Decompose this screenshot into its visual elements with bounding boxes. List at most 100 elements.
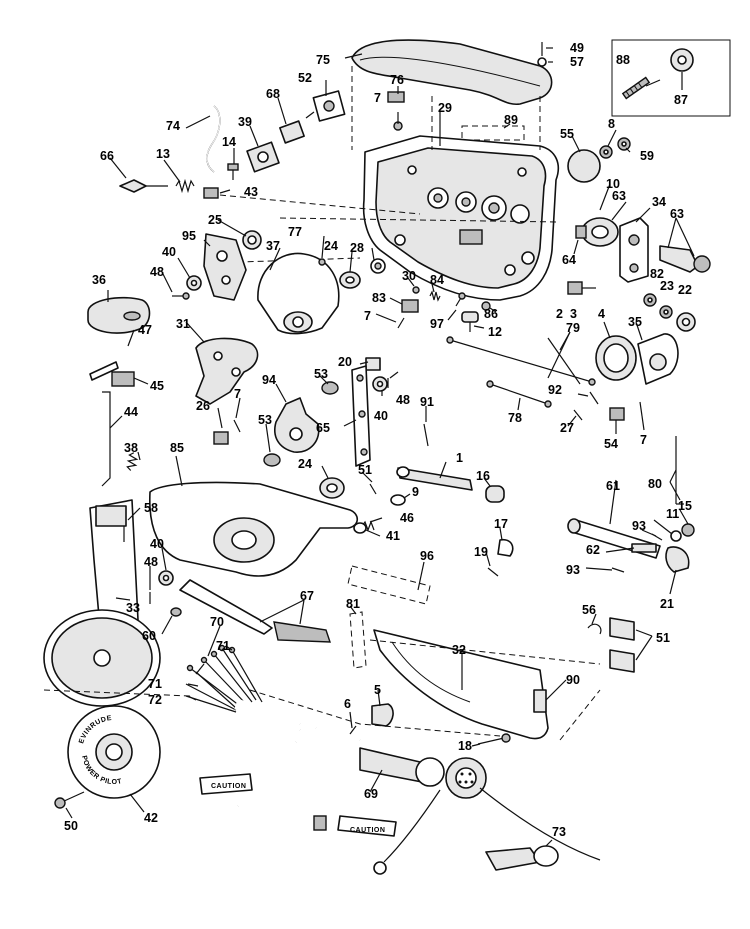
callout-51b: 51 (656, 631, 670, 645)
callout-78: 78 (508, 411, 522, 425)
callout-46: 46 (400, 511, 414, 525)
callout-24b: 24 (298, 457, 312, 471)
callout-7a: 7 (374, 91, 381, 105)
callout-74: 74 (166, 119, 180, 133)
bolt-77 (318, 258, 326, 266)
callout-43: 43 (244, 185, 258, 199)
disc-55 (567, 149, 601, 183)
callout-20: 20 (338, 355, 352, 369)
callout-34: 34 (652, 195, 666, 209)
callout-15: 15 (678, 499, 692, 513)
callout-40a: 40 (162, 245, 176, 259)
bracket-67 (179, 579, 331, 643)
callout-52: 52 (298, 71, 312, 85)
lower-cover-85 (149, 481, 359, 577)
callout-5: 5 (374, 683, 381, 697)
callout-81: 81 (346, 597, 360, 611)
callout-54: 54 (604, 437, 618, 451)
lever-arm (351, 365, 371, 467)
callout-2: 2 (556, 307, 563, 321)
callout-61: 61 (606, 479, 620, 493)
cap-36 (87, 296, 151, 334)
callout-48c: 48 (144, 555, 158, 569)
callout-28: 28 (350, 241, 364, 255)
callout-63b: 63 (670, 207, 684, 221)
callout-80: 80 (648, 477, 662, 491)
gauge-4 (595, 335, 637, 381)
callout-8: 8 (608, 117, 615, 131)
cable-79 (446, 336, 596, 386)
screw-18 (477, 733, 511, 745)
callout-31: 31 (176, 317, 190, 331)
callout-6: 6 (344, 697, 351, 711)
callout-48a: 48 (150, 265, 164, 279)
emblem-wheel-42: EVINRUDE POWER PILOT (67, 705, 161, 799)
callout-97: 97 (430, 317, 444, 331)
callout-49: 49 (570, 41, 584, 55)
switch-assembly (246, 90, 346, 173)
callout-73: 73 (552, 825, 566, 839)
callout-17: 17 (494, 517, 508, 531)
callout-3: 3 (570, 307, 577, 321)
callout-48b: 48 (396, 393, 410, 407)
callout-77: 77 (288, 225, 302, 239)
wheel-stand (43, 499, 161, 707)
screw-48a (172, 292, 190, 300)
callout-40c: 40 (150, 537, 164, 551)
lower-cover-32 (373, 629, 549, 740)
callout-76: 76 (390, 73, 404, 87)
callout-67: 67 (300, 589, 314, 603)
callout-83: 83 (372, 291, 386, 305)
callout-71b: 71 (148, 677, 162, 691)
inset-box (611, 39, 731, 117)
callout-72: 72 (148, 693, 162, 707)
callout-23: 23 (660, 279, 674, 293)
callout-93b: 93 (566, 563, 580, 577)
screw-7a (393, 112, 403, 131)
wire-bundle (185, 644, 263, 713)
bushing-24a (339, 271, 361, 289)
callout-50: 50 (64, 819, 78, 833)
callout-45: 45 (150, 379, 164, 393)
cable-78 (486, 380, 552, 408)
callout-27: 27 (560, 421, 574, 435)
callout-4: 4 (598, 307, 605, 321)
ignition-switch (575, 217, 619, 247)
callout-24a: 24 (324, 239, 338, 253)
callout-89: 89 (504, 113, 518, 127)
callout-94: 94 (262, 373, 276, 387)
callout-57: 57 (570, 55, 584, 69)
callout-85: 85 (170, 441, 184, 455)
callout-56: 56 (582, 603, 596, 617)
terminal-73 (485, 845, 559, 871)
screw-14 (227, 163, 239, 180)
washer-28 (370, 258, 386, 274)
callout-86: 86 (484, 307, 498, 321)
callout-25: 25 (208, 213, 222, 227)
caution-tag-2: CAUTION (337, 815, 397, 837)
screw-97 (455, 292, 466, 307)
callout-88: 88 (616, 53, 630, 67)
callout-65: 65 (316, 421, 330, 435)
callout-21: 21 (660, 597, 674, 611)
callout-32: 32 (452, 643, 466, 657)
callout-38: 38 (124, 441, 138, 455)
leader-lines (65, 47, 695, 847)
callout-63a: 63 (612, 189, 626, 203)
callout-71a: 71 (216, 639, 230, 653)
clip-76 (387, 91, 405, 103)
callout-53b: 53 (258, 413, 272, 427)
callout-47: 47 (138, 323, 152, 337)
bolt-spring (119, 178, 195, 194)
upper-cover (351, 39, 553, 106)
callout-18: 18 (458, 739, 472, 753)
callout-82: 82 (650, 267, 664, 281)
cable-harness-69 (234, 698, 601, 875)
callout-64: 64 (562, 253, 576, 267)
callout-11: 11 (666, 507, 679, 521)
callout-60: 60 (142, 629, 156, 643)
callout-68: 68 (266, 87, 280, 101)
callout-70: 70 (210, 615, 224, 629)
callout-62: 62 (586, 543, 600, 557)
